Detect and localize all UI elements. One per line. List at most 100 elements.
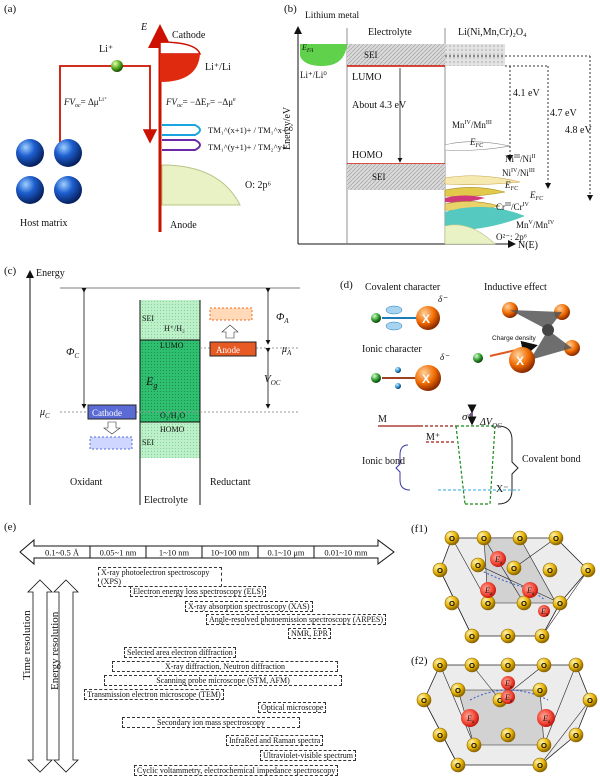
oxygen-label: O: [573, 731, 579, 740]
svg-text:X⁻: X⁻: [496, 484, 509, 495]
li-ion-ball: [111, 60, 123, 72]
svg-text:Electrolyte: Electrolyte: [144, 495, 188, 506]
cation-site: [461, 709, 479, 727]
b-ylabel: Energy/eV: [282, 106, 293, 150]
oxygen-label: O: [537, 686, 543, 695]
oxygen-label: O: [521, 599, 527, 608]
svg-text:Anode: Anode: [216, 345, 240, 355]
panel-d-label: (d): [340, 279, 353, 291]
cathode-filled-band: [160, 54, 200, 82]
svg-text:MnV/MnIV: MnV/MnIV: [516, 220, 555, 230]
about-label: About 4.3 eV: [352, 100, 407, 111]
li-redox-label: Li⁺/Li: [205, 62, 231, 73]
oxygen-label: O: [541, 661, 547, 670]
oxygen-atom: [450, 757, 466, 773]
time-resolution-label: Time resolution: [21, 610, 33, 680]
scale-label: 0.1~10 μm: [267, 548, 304, 558]
oxygen-atom: [450, 682, 466, 698]
cathode-box: [87, 404, 137, 420]
energy-resolution-label: Energy resolution: [49, 611, 61, 690]
svg-text:FVoc= ΔμLi⁺: FVoc= ΔμLi⁺: [63, 96, 107, 109]
technique-cv-eis: Cyclic voltammetry, electrochemical impe…: [134, 765, 339, 776]
oxygen-label: O: [455, 686, 461, 695]
svg-text:NiIV/NiIII: NiIV/NiIII: [502, 168, 535, 178]
svg-text:SEI: SEI: [364, 50, 378, 60]
c-energy-label: Energy: [36, 268, 65, 279]
fv-right: FV: [165, 97, 178, 107]
svg-text:SEI: SEI: [142, 438, 154, 447]
oxygen-label: O: [511, 564, 517, 573]
technique-nmr: NMR, EPR: [288, 628, 331, 639]
oxygen-atom: [512, 530, 528, 546]
cation-site: [501, 676, 515, 690]
oxygen-atom: [500, 628, 516, 644]
cathode-label: Cathode: [172, 30, 206, 41]
tm1-band: [162, 124, 201, 136]
li-li0-label: Li⁺/Li⁰: [300, 70, 327, 80]
oxygen-label: O: [557, 599, 563, 608]
svg-text:HOMO: HOMO: [160, 425, 185, 434]
scale-label: 0.05~1 nm: [100, 548, 137, 558]
panel-e-label: (e): [4, 521, 17, 533]
svg-text:CrIII/CrIV: CrIII/CrIV: [496, 202, 530, 212]
electrolyte-label: Electrolyte: [368, 27, 412, 38]
panel-d: (d) Covalent character Inductive effect …: [340, 279, 581, 505]
panel-f1-label: (f1): [411, 523, 428, 535]
oxygen-atom: [532, 757, 548, 773]
oxygen-atom: [536, 737, 552, 753]
sei-bottom: [347, 164, 445, 190]
oxygen-atom: [470, 557, 486, 573]
oxygen-atom: [432, 727, 448, 743]
panel-a-label: (a): [4, 3, 17, 15]
oxygen-label: O: [537, 761, 543, 770]
oxygen-label: O: [553, 534, 559, 543]
oxygen-label: O: [437, 731, 443, 740]
oxygen-label: O: [469, 632, 475, 641]
oxygen-atom: [506, 560, 522, 576]
site-energy-label: Ea: [504, 679, 513, 690]
o2-label: O²⁻: 2p⁶: [496, 232, 527, 242]
oxygen-atom: [444, 530, 460, 546]
svg-text:Covalent bond: Covalent bond: [522, 454, 581, 465]
oxygen-atom: [542, 562, 558, 578]
svg-text:Charge density: Charge density: [492, 335, 536, 342]
oxygen-atom: [532, 682, 548, 698]
technique-tem: Transmission electron microscope (TEM): [84, 689, 224, 700]
oxygen-label: O: [505, 632, 511, 641]
oxygen-atom: [500, 727, 516, 743]
site-energy-label: Ea: [466, 714, 475, 725]
oxygen-label: O: [587, 696, 593, 705]
v41-label: 4.1 eV: [513, 88, 540, 99]
svg-text:EFC: EFC: [504, 180, 519, 192]
site-energy-label: Ea: [526, 586, 535, 597]
technique-arpes: Angle-resolved photoemission spectroscop…: [206, 614, 386, 625]
oxygen-label: O: [437, 566, 443, 575]
svg-text:Cathode: Cathode: [92, 408, 122, 418]
oxygen-atom: [568, 727, 584, 743]
oxygen-label: O: [421, 696, 427, 705]
li-path-arrow: [59, 65, 158, 150]
svg-text:HOMO: HOMO: [352, 150, 383, 161]
host-matrix-balls: [16, 139, 82, 204]
oxygen-atom: [568, 657, 584, 673]
oxygen-label: O: [517, 534, 523, 543]
scale-label: 0.01~10 mm: [324, 548, 368, 558]
oxygen-label: O: [541, 741, 547, 750]
panel-b-label: (b): [284, 3, 297, 15]
svg-text:FVoc= −ΔEF= −Δμe: FVoc= −ΔEF= −Δμe: [165, 97, 236, 109]
oxygen-atom: [444, 595, 460, 611]
svg-text:H⁺/H₂: H⁺/H₂: [164, 324, 185, 333]
svg-text:EFC: EFC: [529, 190, 544, 202]
oxygen-label: O: [505, 731, 511, 740]
cation-site: [501, 690, 515, 704]
oxygen-label: O: [573, 661, 579, 670]
panel-c: (c) Energy SEI H⁺/H₂ LUMO Eg O₂/H₂O HOMO…: [4, 265, 300, 506]
oxygen-label: O: [585, 566, 591, 575]
svg-text:SEI: SEI: [372, 172, 386, 182]
technique-xrd: X-ray diffraction, Neutron diffraction: [112, 661, 338, 672]
oxygen-atom: [582, 692, 598, 708]
scale-bar: [19, 538, 395, 566]
oxygen-atom: [416, 692, 432, 708]
oxygen-atom: [552, 595, 568, 611]
host-matrix-label: Host matrix: [20, 218, 68, 229]
